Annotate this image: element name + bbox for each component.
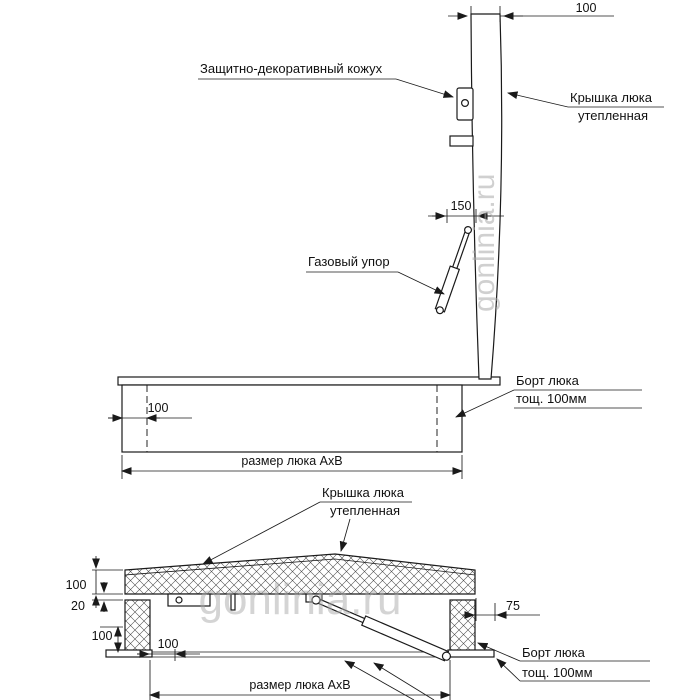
cutoff-leaders xyxy=(344,660,435,700)
board-label-line2: тощ. 100мм xyxy=(516,391,587,406)
cover-section-line1: Крышка люка xyxy=(322,485,405,500)
dim-text-size-top: размер люка АхВ xyxy=(241,454,342,468)
dim-text-20: 20 xyxy=(71,599,85,613)
cover-label-line2: утепленная xyxy=(578,108,648,123)
dim-lid-thickness: 100 xyxy=(66,556,123,608)
hinge-tab xyxy=(449,135,474,147)
bracket-hole xyxy=(461,98,470,107)
dim-text-100-lid: 100 xyxy=(66,578,87,592)
label-board-top: Борт люка тощ. 100мм xyxy=(455,373,642,418)
dim-hatch-size-section: размер люка АхВ xyxy=(149,660,451,700)
dim-text-size-section: размер люка АхВ xyxy=(249,678,350,692)
flange-right xyxy=(447,649,495,658)
section-view: 100 20 100 100 xyxy=(66,485,650,700)
lock-pin xyxy=(230,593,236,611)
bracket-hole-section xyxy=(175,596,183,604)
gas-strut-closed xyxy=(311,595,452,662)
dim-cover-thickness: 100 xyxy=(448,1,614,22)
label-gas-strut: Газовый упор xyxy=(306,254,445,295)
dim-hatch-size: размер люка АхВ xyxy=(121,454,463,479)
watermark-vertical: gonlinia.ru xyxy=(468,174,501,312)
wall-right xyxy=(449,599,476,653)
watermark-horizontal: gonlinia.ru xyxy=(198,575,401,624)
board-label-line1: Борт люка xyxy=(516,373,580,388)
frame-section xyxy=(105,599,495,658)
hatch-lid-open xyxy=(449,13,503,380)
board-section-line2: тощ. 100мм xyxy=(522,665,593,680)
label-cover-top: Крышка люка утепленная xyxy=(507,90,664,123)
gas-strut-open xyxy=(434,225,473,315)
cover-section-line2: утепленная xyxy=(330,503,400,518)
dim-wall-thickness-section: 100 xyxy=(137,637,200,661)
dim-text-100-wall: 100 xyxy=(158,637,179,651)
cover-label-line1: Крышка люка xyxy=(570,90,653,105)
label-cover-section: Крышка люка утепленная xyxy=(202,485,412,565)
label-board-section: Борт люка тощ. 100мм xyxy=(477,642,650,682)
dim-wall-thickness: 100 xyxy=(108,401,192,422)
label-casing: Защитно-декоративный кожух xyxy=(198,61,454,98)
dim-frame-depth: 100 xyxy=(92,626,123,653)
dim-text-75: 75 xyxy=(506,599,520,613)
hatch-base xyxy=(117,376,501,453)
dim-text-100-base: 100 xyxy=(148,401,169,415)
wall-left xyxy=(124,599,151,653)
gas-strut-label-text: Газовый упор xyxy=(308,254,390,269)
dim-text-150: 150 xyxy=(451,199,472,213)
dim-text-100-depth: 100 xyxy=(92,629,113,643)
flange-left xyxy=(105,649,153,658)
dim-strut-offset: 150 xyxy=(428,199,504,223)
dim-text-100-top: 100 xyxy=(576,1,597,15)
dim-gap: 20 xyxy=(71,582,123,613)
board-section-line1: Борт люка xyxy=(522,645,586,660)
top-view: 100 150 100 размер люка АхВ Защитно xyxy=(108,1,664,479)
casing-label-text: Защитно-декоративный кожух xyxy=(200,61,383,76)
dim-flange: 75 xyxy=(462,598,540,621)
